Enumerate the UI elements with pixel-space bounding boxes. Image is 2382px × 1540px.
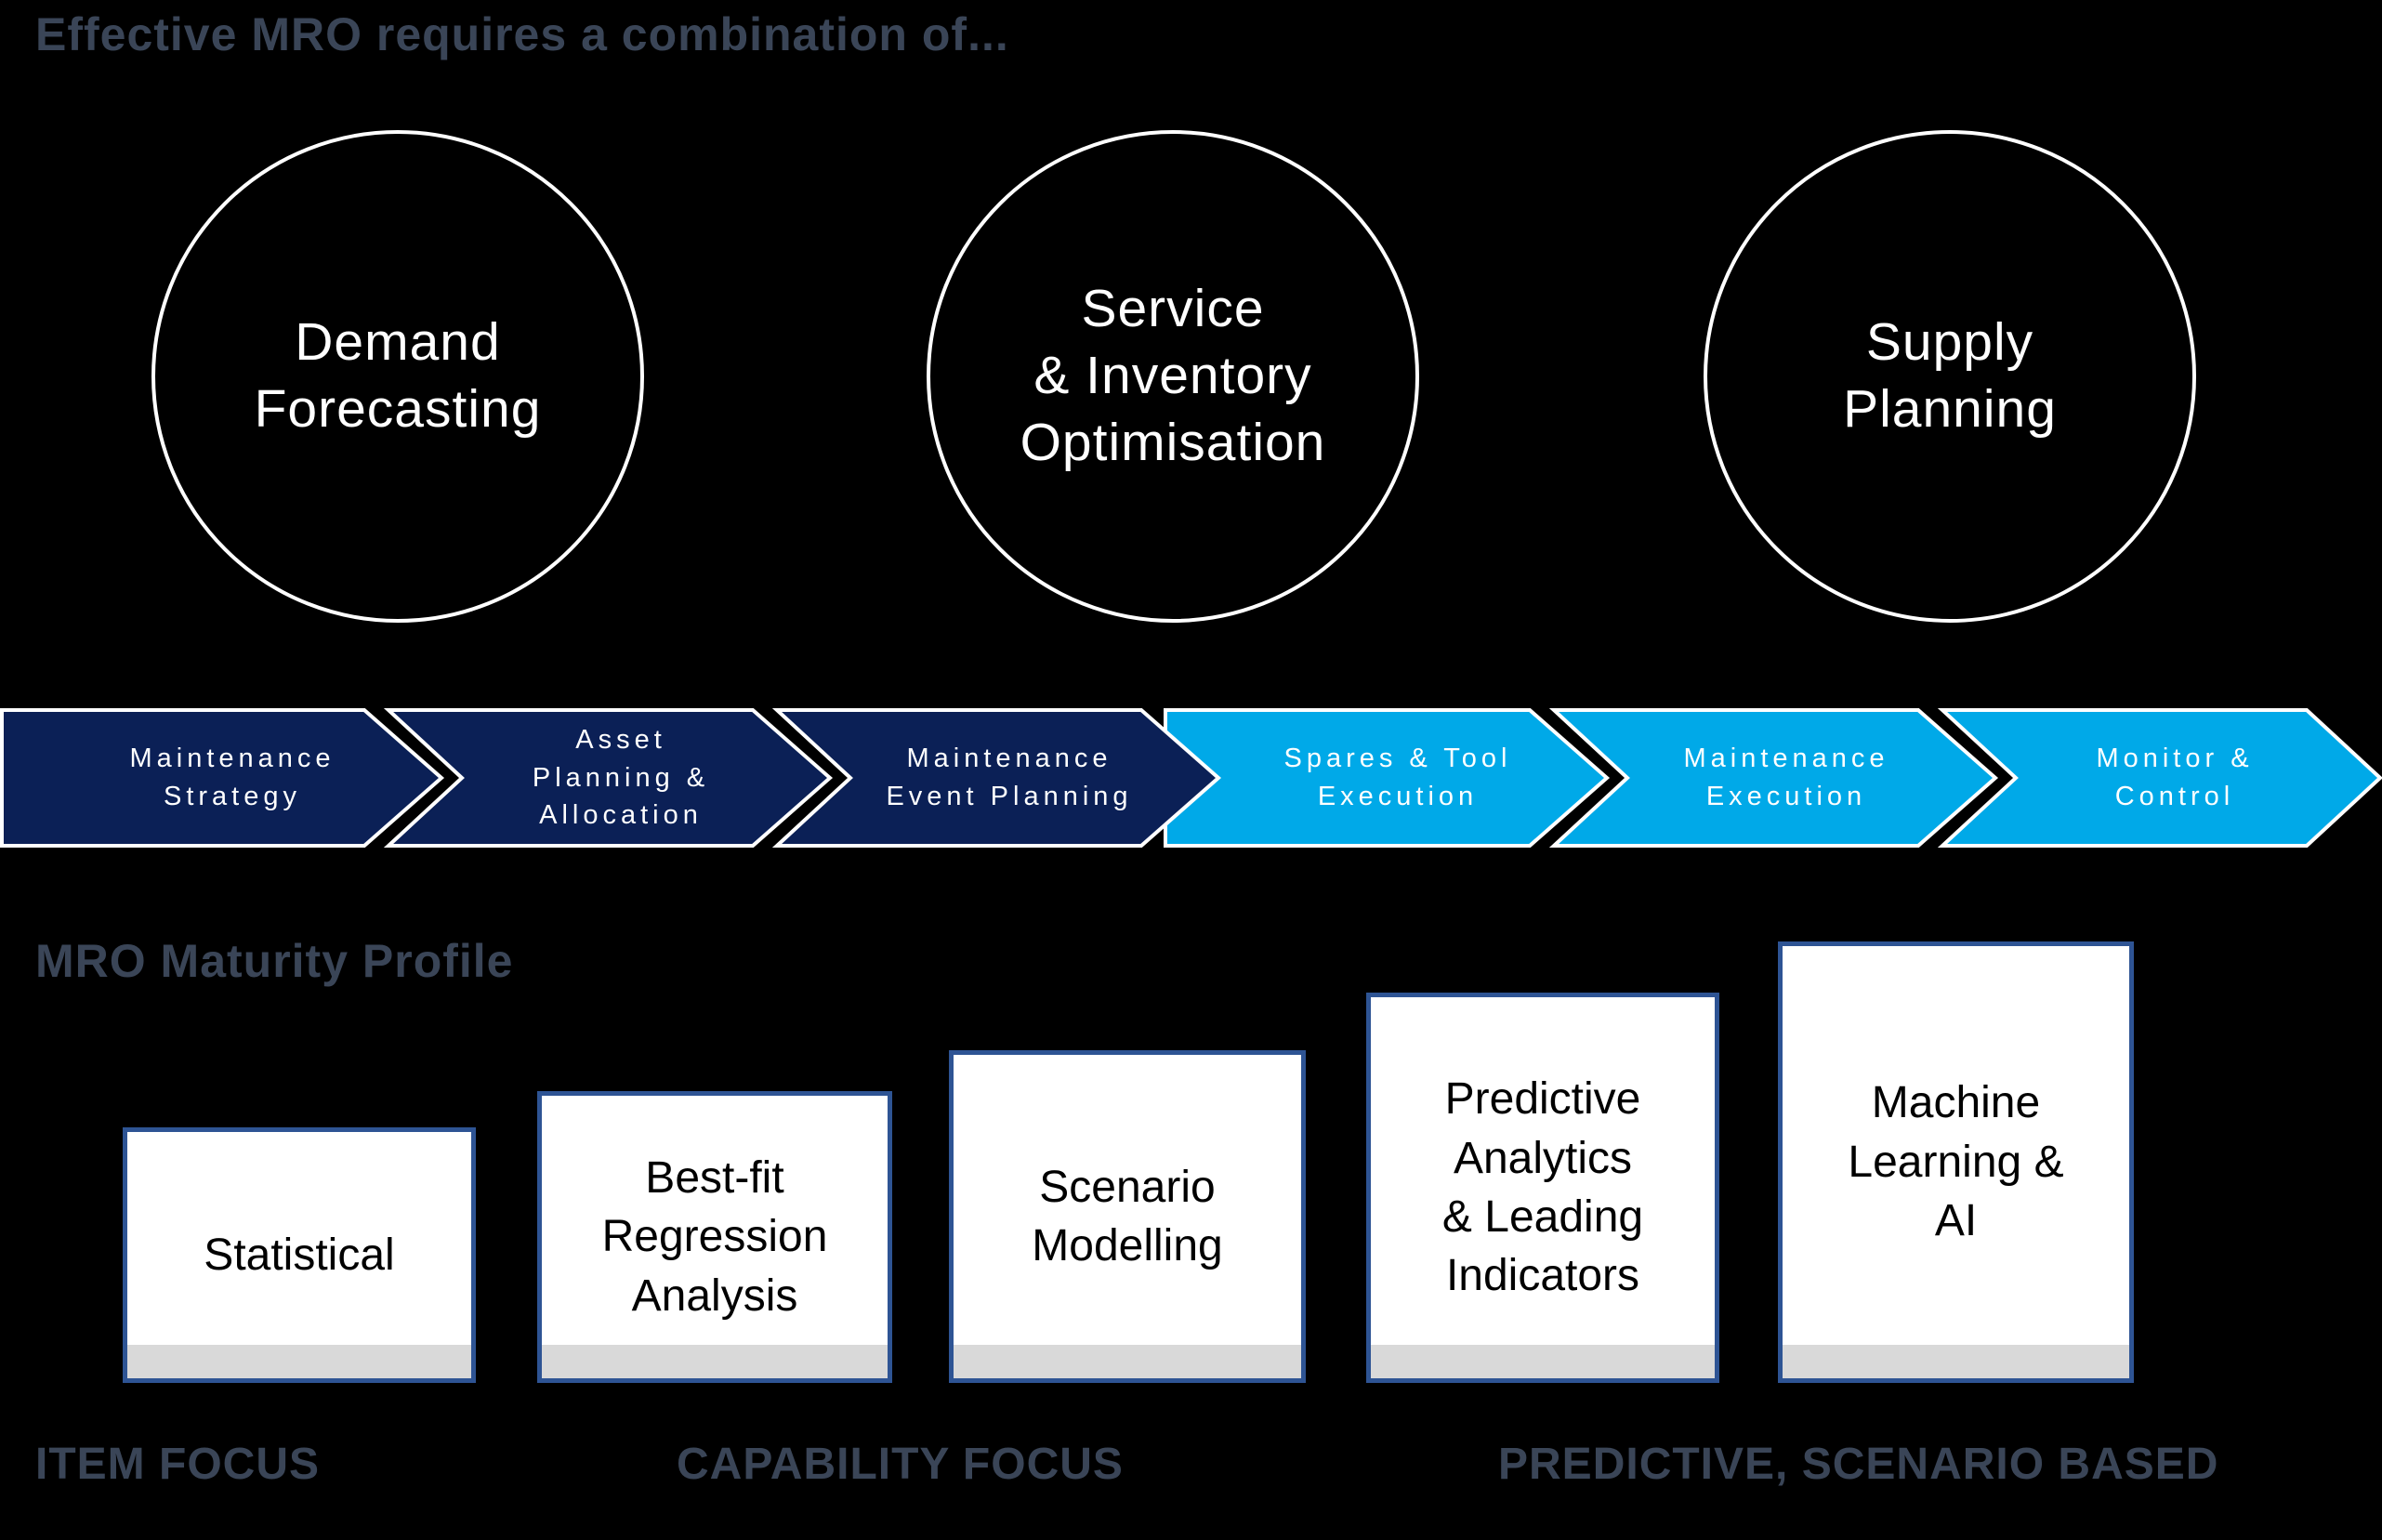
chevron-shape-maintenance-execution xyxy=(1548,708,1999,848)
maturity-box-statistical-label: Statistical xyxy=(204,1230,395,1280)
chevron-label-maintenance-execution: Maintenance Execution xyxy=(1683,744,1889,811)
chevron-shape-maintenance-event-planning xyxy=(771,708,1222,848)
maturity-box-machine-learning-ai: Machine Learning & AI xyxy=(1778,941,2134,1383)
circle-service-inventory-optimisation-label: Service & Inventory Optimisation xyxy=(1020,279,1326,472)
footer-label-item-focus: ITEM FOCUS xyxy=(35,1440,320,1489)
chevron-shape-monitor-control xyxy=(1937,708,2382,848)
circle-supply-planning-label: Supply Planning xyxy=(1843,312,2057,439)
page-title: Effective MRO requires a combination of.… xyxy=(35,8,1009,60)
process-chevron-shapes xyxy=(0,708,2382,848)
maturity-box-best-fit-regression: Best-fit Regression Analysis xyxy=(537,1091,892,1383)
box-footer-strip xyxy=(127,1345,471,1378)
maturity-box-scenario-modelling: Scenario Modelling xyxy=(949,1050,1306,1383)
circle-service-inventory-optimisation: Service & Inventory Optimisation xyxy=(927,130,1419,623)
box-footer-strip xyxy=(1783,1345,2129,1378)
maturity-box-scenario-modelling-label: Scenario Modelling xyxy=(1032,1162,1223,1270)
chevron-shape-asset-planning-allocation xyxy=(383,708,834,848)
maturity-box-machine-learning-ai-label: Machine Learning & AI xyxy=(1848,1078,2064,1246)
chevron-shape-maintenance-strategy xyxy=(0,708,445,848)
chevron-label-maintenance-strategy: Maintenance Strategy xyxy=(129,744,336,811)
circle-supply-planning: Supply Planning xyxy=(1704,130,2196,623)
box-footer-strip xyxy=(542,1345,888,1378)
chevron-label-asset-planning-allocation: Asset Planning & Allocation xyxy=(532,725,710,831)
chevron-label-monitor-control: Monitor & Control xyxy=(2096,744,2254,811)
maturity-profile-title: MRO Maturity Profile xyxy=(35,935,514,987)
box-footer-strip xyxy=(954,1345,1301,1378)
maturity-box-statistical: Statistical xyxy=(123,1127,476,1383)
process-chevron-band: Maintenance Strategy Asset Planning & Al… xyxy=(0,708,2382,848)
chevron-label-maintenance-event-planning: Maintenance Event Planning xyxy=(886,744,1133,811)
footer-label-predictive-scenario-based: PREDICTIVE, SCENARIO BASED xyxy=(1498,1440,2219,1489)
maturity-box-predictive-analytics-label: Predictive Analytics & Leading Indicator… xyxy=(1441,1074,1644,1301)
footer-label-capability-focus: CAPABILITY FOCUS xyxy=(677,1440,1124,1489)
maturity-box-best-fit-regression-label: Best-fit Regression Analysis xyxy=(601,1152,828,1321)
circle-demand-forecasting: Demand Forecasting xyxy=(151,130,644,623)
circle-demand-forecasting-label: Demand Forecasting xyxy=(254,312,542,439)
chevron-label-spares-tool-execution: Spares & Tool Execution xyxy=(1283,744,1512,811)
box-footer-strip xyxy=(1371,1345,1715,1378)
maturity-box-predictive-analytics: Predictive Analytics & Leading Indicator… xyxy=(1366,993,1719,1383)
